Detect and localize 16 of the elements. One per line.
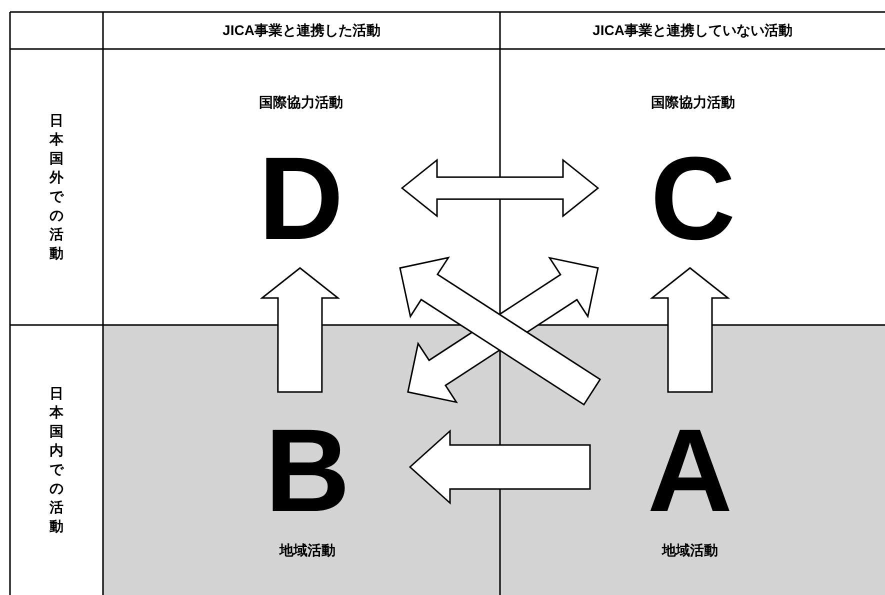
block-arrow bbox=[400, 158, 600, 218]
row-header: 日本国外での活動 bbox=[48, 111, 64, 263]
activity-heading: 国際協力活動 bbox=[259, 94, 343, 112]
block-arrow bbox=[650, 267, 730, 393]
quadrant-letter: C bbox=[650, 140, 736, 258]
activity-heading: 地域活動 bbox=[662, 542, 718, 560]
block-arrow bbox=[408, 429, 591, 505]
block-arrow bbox=[260, 267, 340, 393]
column-header: JICA事業と連携した活動 bbox=[222, 22, 380, 40]
quadrant-letter: A bbox=[647, 412, 733, 530]
activity-heading: 国際協力活動 bbox=[651, 94, 735, 112]
quadrant-letter: B bbox=[264, 412, 350, 530]
column-header: JICA事業と連携していない活動 bbox=[592, 22, 792, 40]
activity-heading: 地域活動 bbox=[280, 542, 336, 560]
quadrant-letter: D bbox=[258, 140, 344, 258]
row-header: 日本国内での活動 bbox=[48, 384, 64, 536]
